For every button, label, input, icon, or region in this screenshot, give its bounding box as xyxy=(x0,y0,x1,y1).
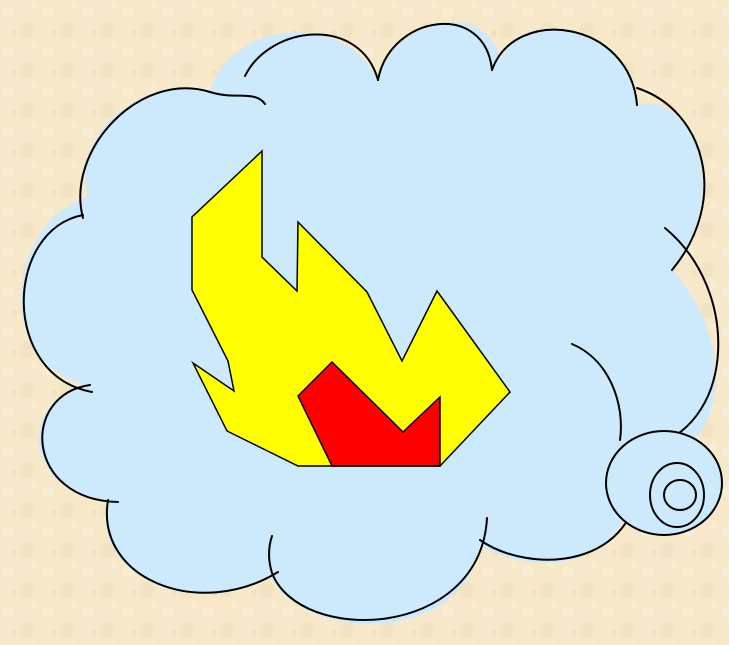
small-thought-bubble xyxy=(606,431,722,535)
bubble-core xyxy=(664,480,696,510)
